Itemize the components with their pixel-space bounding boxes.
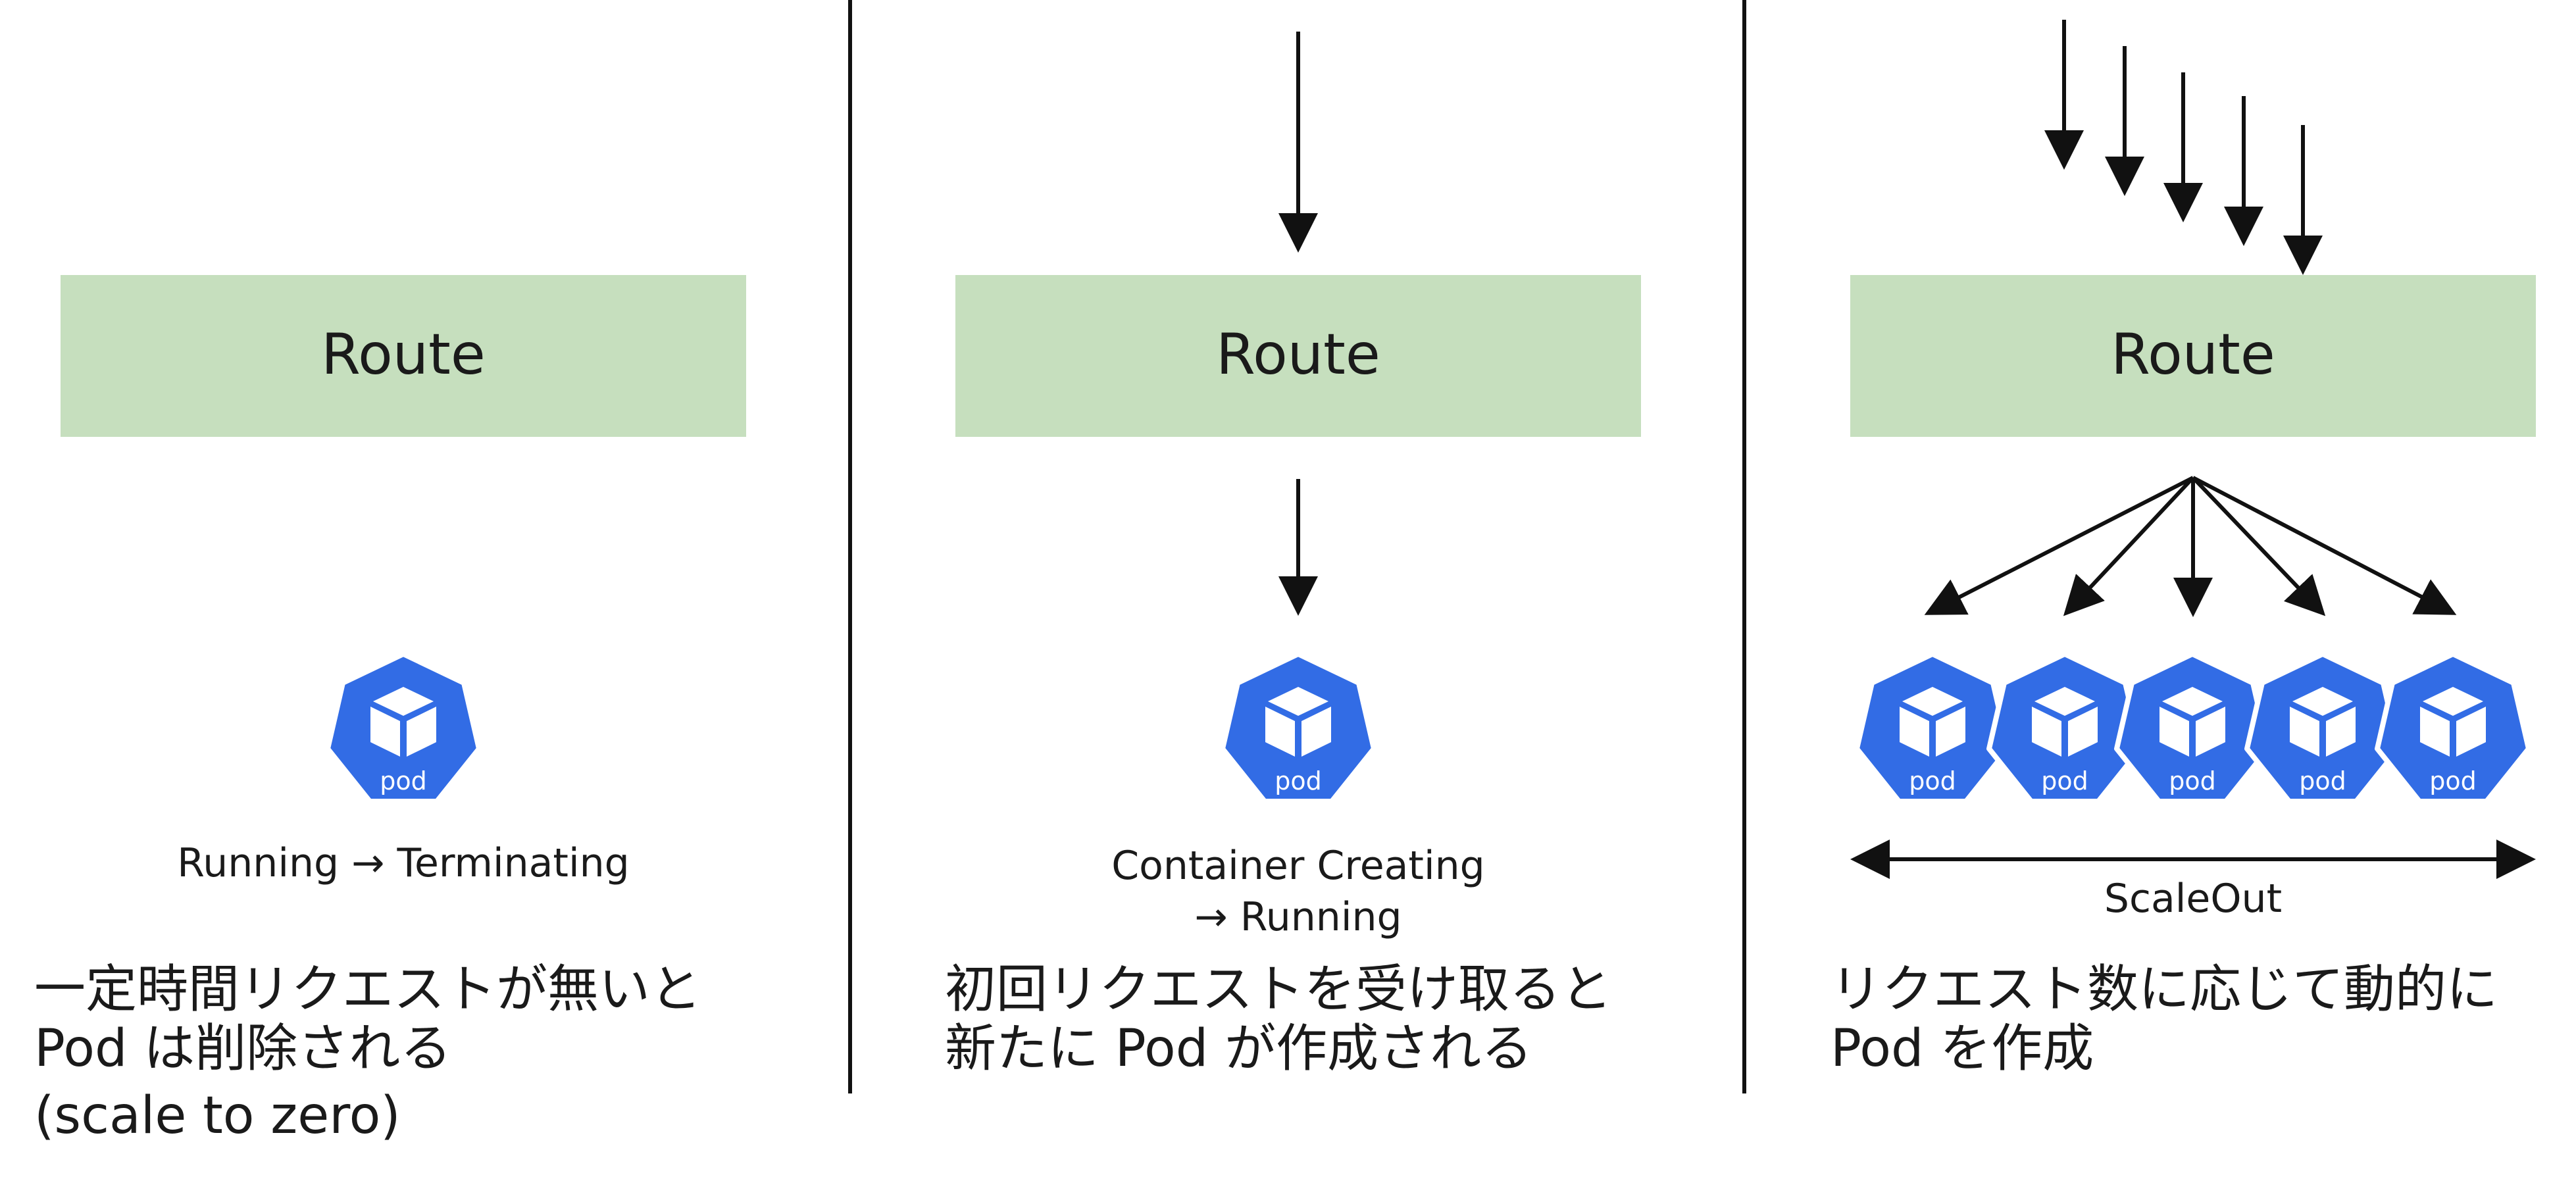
pod-label: pod <box>1909 766 1956 795</box>
pod-label: pod <box>380 766 427 795</box>
caption-line-1: 一定時間リクエストが無いと <box>34 960 701 1019</box>
status-label-line-1: Container Creating <box>1111 843 1485 889</box>
route-box <box>955 275 1641 437</box>
pod-icon: pod <box>1989 654 2140 801</box>
pod-icon: pod <box>1223 654 1374 801</box>
scaleout-label: ScaleOut <box>2104 876 2282 922</box>
pod-icon: pod <box>2117 654 2268 801</box>
fanout-arrow <box>1924 476 2194 615</box>
pod-label: pod <box>2299 766 2346 795</box>
fanout-arrow <box>2191 476 2326 616</box>
caption-line-3: (scale to zero) <box>34 1086 401 1145</box>
pod-icon: pod <box>2377 654 2529 801</box>
panel-scale-to-zero: Route pod Running → Terminating 一定時間リクエス… <box>34 275 746 1145</box>
status-label-line-2: → Running <box>1194 894 1402 940</box>
pod-icon: pod <box>1857 654 2008 801</box>
route-box <box>1850 275 2536 437</box>
pod-icon: pod <box>2247 654 2398 801</box>
caption-line-1: リクエスト数に応じて動的に <box>1831 960 2498 1019</box>
pod-label: pod <box>2429 766 2477 795</box>
pod-label: pod <box>2169 766 2216 795</box>
pod-label: pod <box>2041 766 2088 795</box>
caption-line-2: Pod を作成 <box>1831 1019 2094 1078</box>
caption-line-2: 新たに Pod が作成される <box>945 1019 1532 1078</box>
caption-line-2: Pod は削除される <box>34 1019 451 1078</box>
fanout-arrow <box>2192 476 2457 615</box>
fanout-arrow <box>2063 476 2195 616</box>
route-label: Route <box>321 322 486 388</box>
caption-line-1: 初回リクエストを受け取ると <box>945 960 1612 1019</box>
status-label: Running → Terminating <box>177 840 629 886</box>
panel-first-request: Route pod Container Creating → Running 初… <box>945 32 1641 1078</box>
route-box <box>61 275 746 437</box>
route-label: Route <box>2111 322 2275 388</box>
pod-label: pod <box>1275 766 1322 795</box>
route-label: Route <box>1216 322 1380 388</box>
panel-scale-out: Route pod pod pod pod pod ScaleOu <box>1831 20 2536 1078</box>
pod-icon: pod <box>328 654 479 801</box>
